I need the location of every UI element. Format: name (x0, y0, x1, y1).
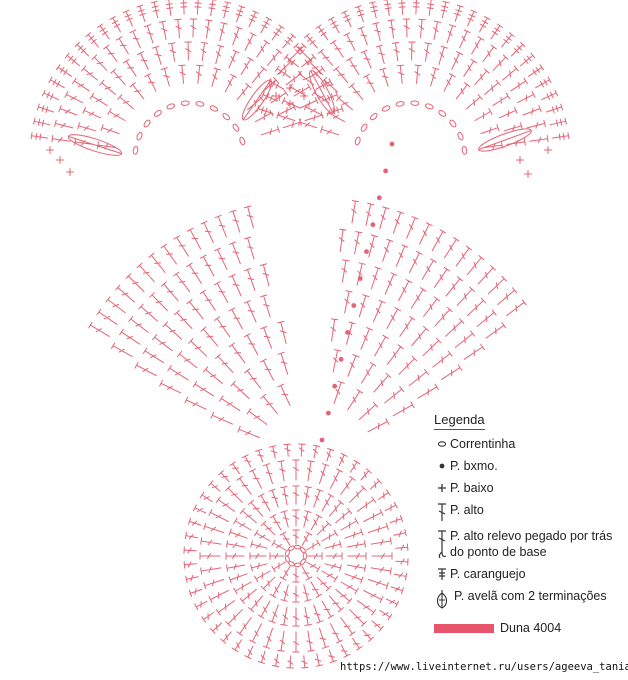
chain-stitch-mark (299, 546, 306, 554)
slip-stitch-mark (326, 410, 331, 416)
chain-stitch-mark (449, 119, 457, 128)
chain-stitch-mark (478, 128, 532, 152)
slip-stitch-mark (338, 356, 344, 362)
single-crochet-icon (434, 480, 450, 496)
legend-label: P. avelã com 2 terminações (454, 589, 607, 603)
slip-stitch-mark (332, 383, 338, 389)
chain-stitch-mark (222, 112, 231, 121)
slip-stitch-mark (357, 276, 363, 281)
chain-stitch-mark (67, 134, 123, 156)
chain-stitch-mark (136, 131, 143, 141)
chain-stitch-mark (302, 552, 308, 560)
legend-item-crab: P. caranguejo (434, 566, 624, 582)
chain-stitch-mark (369, 112, 378, 121)
chain-stitch-mark (241, 79, 273, 121)
chain-stitch-mark (232, 123, 240, 132)
double-crochet-icon (434, 502, 450, 522)
legend-item-slip: P. bxmo. (434, 458, 624, 474)
slip-stitch-mark (389, 141, 395, 147)
chain-stitch-mark (381, 105, 391, 112)
legend-item-hazelnut: P. avelã com 2 terminações (434, 588, 624, 610)
legend-label: P. baixo (450, 481, 494, 495)
slip-stitch-mark (370, 222, 376, 228)
chain-stitch-mark (410, 100, 420, 106)
chain-stitch-mark (153, 109, 162, 117)
legend-item-chain: Correntinha (434, 436, 624, 452)
chain-stitch-mark (293, 562, 302, 568)
legend-label: Duna 4004 (500, 621, 562, 635)
chain-stitch-mark (424, 103, 434, 110)
chain-stitch-mark (461, 145, 468, 155)
legend-item-color: Duna 4004 (434, 620, 624, 636)
chain-stitch-mark (395, 101, 405, 107)
crab-stitch-icon (434, 566, 450, 582)
slip-stitch-mark (364, 249, 369, 255)
legend-label: P. bxmo. (450, 459, 498, 473)
chain-stitch-mark (309, 70, 335, 114)
color-swatch-icon (434, 624, 494, 633)
chain-stitch-mark (354, 136, 361, 146)
legend-label: P. alto relevo pegado por trás do ponto … (450, 529, 613, 559)
legend-item-back-post: P. alto relevo pegado por trás do ponto … (434, 528, 624, 560)
legend-label: P. caranguejo (450, 567, 526, 581)
chain-stitch-mark (195, 101, 205, 107)
chain-stitch-mark (288, 545, 295, 551)
slip-stitch-mark (376, 195, 382, 201)
chain-stitch-mark (438, 109, 447, 117)
legend-title: Legenda (434, 412, 485, 430)
slip-stitch-icon (434, 458, 450, 474)
slip-stitch-mark (319, 437, 325, 443)
chain-stitch-mark (166, 103, 176, 110)
slip-stitch-mark (345, 330, 350, 335)
legend: Legenda Correntinha P. bxmo. P. baixo P.… (434, 412, 624, 642)
slip-stitch-mark (351, 303, 357, 308)
chain-stitch-icon (434, 436, 450, 452)
hazelnut-stitch-icon (434, 588, 450, 610)
legend-label: Correntinha (450, 437, 516, 451)
slip-stitch-mark (383, 168, 388, 174)
back-post-double-crochet-icon (434, 528, 450, 560)
stitch-marks (30, 0, 570, 669)
chain-stitch-mark (209, 105, 219, 112)
chain-stitch-mark (457, 131, 464, 141)
watermark-url: https://www.liveinternet.ru/users/ageeva… (340, 661, 628, 673)
legend-label: P. alto (450, 503, 484, 517)
chain-stitch-mark (180, 100, 190, 106)
chain-stitch-mark (360, 123, 368, 132)
legend-item-double: P. alto (434, 502, 624, 522)
chain-stitch-mark (132, 145, 139, 155)
chain-stitch-mark (143, 119, 151, 128)
legend-item-single: P. baixo (434, 480, 624, 496)
chain-stitch-mark (239, 136, 246, 146)
